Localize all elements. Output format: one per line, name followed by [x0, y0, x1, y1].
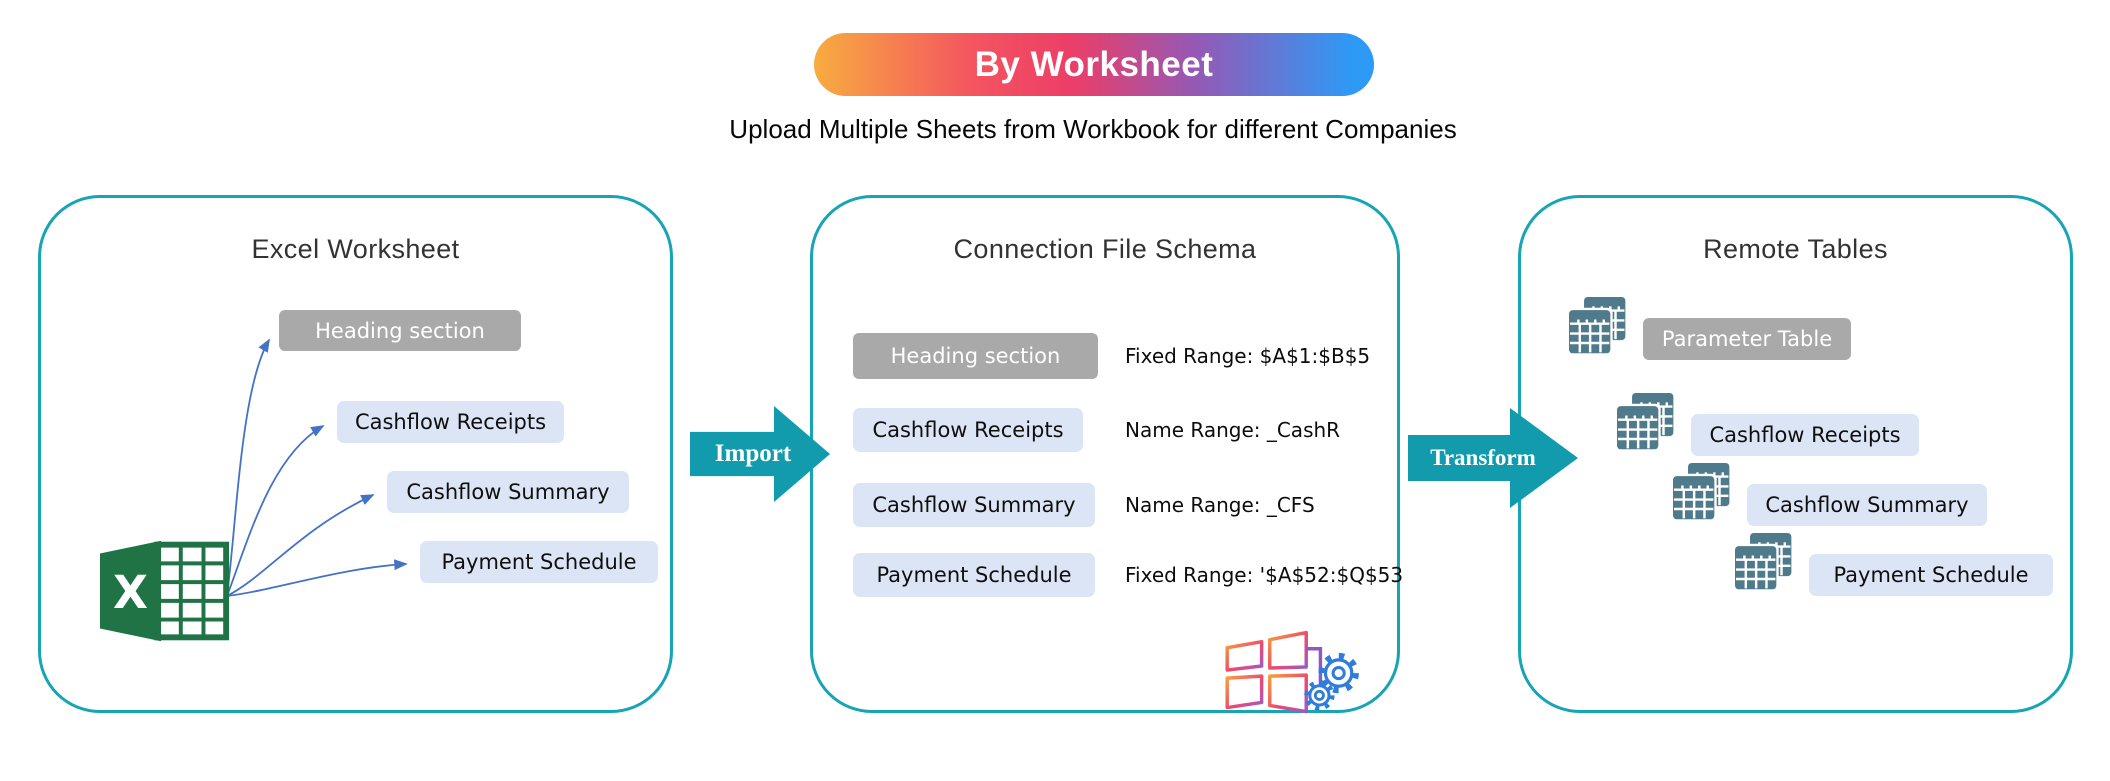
- box-label: Cashflow Summary: [406, 480, 610, 504]
- schema-range-cashflow-summary: Name Range: _CFS: [1125, 493, 1315, 517]
- box-label: Cashflow Receipts: [872, 418, 1064, 442]
- worksheet-box-cashflow-summary: Cashflow Summary: [387, 471, 629, 513]
- box-label: Cashflow Summary: [1765, 493, 1969, 517]
- box-label: Heading section: [315, 318, 485, 343]
- panel-connection-file-schema: Connection File Schema Heading section F…: [810, 195, 1404, 714]
- box-label: Cashflow Receipts: [354, 410, 547, 434]
- remote-box-cashflow-receipts: Cashflow Receipts: [1691, 414, 1919, 456]
- schema-range-payment-schedule: Fixed Range: '$A$52:$Q$53: [1125, 563, 1404, 587]
- panel-title: Excel Worksheet: [251, 234, 460, 264]
- import-arrow-label: Import: [714, 440, 792, 467]
- box-label: Cashflow Receipts: [1709, 423, 1901, 447]
- box-label: Payment Schedule: [876, 563, 1072, 587]
- panel-excel-worksheet: Excel Worksheet: [38, 195, 673, 713]
- box-label: Payment Schedule: [1833, 563, 2029, 587]
- schema-box-payment-schedule: Payment Schedule: [853, 553, 1095, 597]
- table-icon: [1617, 392, 1674, 452]
- excel-icon: X: [99, 540, 230, 642]
- import-arrow: Import: [690, 406, 830, 502]
- schema-range-heading: Fixed Range: $A$1:$B$5: [1125, 344, 1371, 368]
- svg-text:X: X: [113, 566, 148, 619]
- box-label: Heading section: [890, 344, 1061, 368]
- worksheet-box-cashflow-receipts: Cashflow Receipts: [337, 401, 564, 443]
- remote-box-payment-schedule: Payment Schedule: [1809, 554, 2053, 596]
- remote-box-parameter-table: Parameter Table: [1643, 318, 1851, 360]
- box-label: Parameter Table: [1661, 327, 1833, 351]
- table-icon: [1673, 462, 1730, 522]
- transform-arrow-label: Transform: [1430, 445, 1536, 470]
- badge-label: By Worksheet: [974, 44, 1214, 84]
- table-icon: [1735, 532, 1792, 592]
- by-worksheet-badge: By Worksheet: [814, 33, 1374, 96]
- panel-title: Connection File Schema: [953, 234, 1257, 264]
- panel-title: Remote Tables: [1703, 234, 1888, 264]
- windows-gear-icon: [1225, 630, 1359, 714]
- schema-box-cashflow-summary: Cashflow Summary: [853, 483, 1095, 527]
- remote-box-cashflow-summary: Cashflow Summary: [1747, 484, 1987, 526]
- schema-box-heading-section: Heading section: [853, 333, 1098, 379]
- diagram-subtitle: Upload Multiple Sheets from Workbook for…: [729, 114, 1457, 144]
- box-label: Payment Schedule: [441, 550, 637, 574]
- worksheet-box-heading-section: Heading section: [279, 310, 521, 351]
- box-label: Cashflow Summary: [872, 493, 1076, 517]
- panel-remote-tables: Remote Tables: [1518, 195, 2073, 713]
- schema-box-cashflow-receipts: Cashflow Receipts: [853, 408, 1083, 452]
- table-icon: [1569, 296, 1626, 356]
- schema-range-cashflow-receipts: Name Range: _CashR: [1125, 418, 1341, 442]
- worksheet-box-payment-schedule: Payment Schedule: [420, 541, 658, 583]
